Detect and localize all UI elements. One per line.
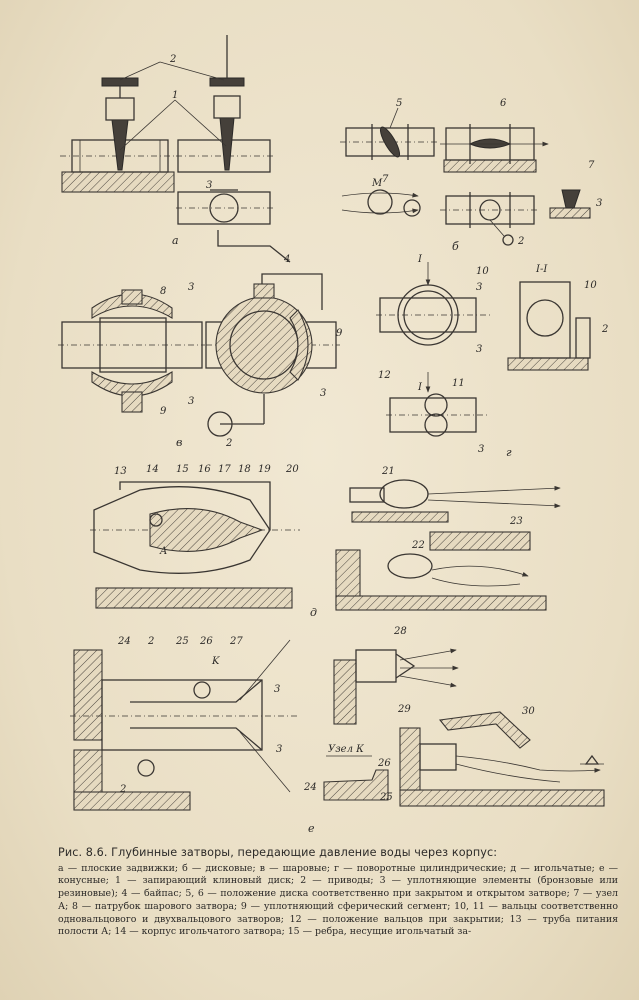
label-3-g3: 3	[478, 444, 484, 455]
label-24-k: 24	[303, 782, 317, 793]
label-2-v: 2	[225, 438, 232, 449]
label-3-b: 3	[596, 198, 602, 209]
label-21: 21	[381, 466, 395, 477]
label-20: 20	[285, 464, 299, 475]
label-19: 19	[258, 464, 271, 475]
panel-a-gate-valves: 2 1 3 а	[60, 35, 291, 263]
label-5: 5	[396, 98, 402, 109]
label-17: 17	[218, 464, 231, 475]
panel-e-cone-valves: 24 2 25 26 27 K 3 3 2 е 28 29 Узел К 26 …	[70, 626, 605, 835]
panel-g-cylindrical-valves: I 10 3 3 12 I-I 10 2 I 11 3 г	[376, 254, 608, 459]
panel-label-v: в	[176, 436, 182, 449]
label-24: 24	[117, 636, 131, 647]
label-30: 30	[522, 706, 535, 717]
label-1: 1	[172, 90, 178, 101]
label-3-v3: 3	[320, 388, 326, 399]
label-25: 25	[175, 636, 189, 647]
label-2-b: 2	[517, 236, 524, 247]
label-3: 3	[206, 180, 212, 191]
panel-b-butterfly-valves: 5 6 M 7 2 б 7 3	[340, 98, 602, 253]
label-28: 28	[393, 626, 407, 637]
label-2: 2	[169, 54, 176, 65]
panel-d-needle-valves: 13 14 15 16 17 18 19 20 A д 21 22 23	[90, 464, 561, 619]
figure-caption: Рис. 8.6. Глубинные затворы, передающие …	[58, 846, 618, 939]
figure-8-6-drawings: 2 1 3 а 5 6 M 7	[58, 35, 608, 835]
caption-title: Рис. 8.6. Глубинные затворы, передающие …	[58, 846, 498, 859]
label-7-detail: 7	[382, 174, 389, 185]
label-3-e1: 3	[274, 684, 280, 695]
label-A: A	[159, 546, 167, 557]
label-9-b: 9	[336, 328, 343, 339]
label-3-g1: 3	[476, 282, 482, 293]
label-27: 27	[229, 636, 243, 647]
label-2-e2: 2	[119, 784, 126, 795]
label-K: K	[211, 656, 220, 667]
label-section-II: I-I	[535, 264, 548, 275]
label-6: 6	[500, 98, 507, 109]
label-14: 14	[146, 464, 159, 475]
caption-legend: а — плоские задвижки; б — дисковые; в — …	[58, 862, 618, 938]
label-8: 8	[160, 286, 166, 297]
panel-label-e: е	[308, 822, 315, 835]
uzel-k-label: Узел К	[328, 744, 364, 755]
label-2-g: 2	[601, 324, 608, 335]
label-22: 22	[411, 540, 425, 551]
label-23: 23	[509, 516, 523, 527]
label-12: 12	[378, 370, 391, 381]
label-2-e1: 2	[147, 636, 154, 647]
label-26: 26	[199, 636, 213, 647]
label-10: 10	[476, 266, 489, 277]
panel-label-g: г	[506, 446, 512, 459]
label-I-top: I	[417, 254, 423, 265]
label-16: 16	[198, 464, 211, 475]
label-18: 18	[238, 464, 251, 475]
label-13: 13	[114, 466, 127, 477]
label-I-bottom: I	[417, 382, 423, 393]
panel-label-a: а	[172, 234, 179, 247]
panel-label-b: б	[452, 240, 459, 253]
label-3-g2: 3	[476, 344, 482, 355]
label-7: 7	[588, 160, 595, 171]
label-11: 11	[452, 378, 465, 389]
panel-label-d: д	[310, 606, 317, 619]
label-29: 29	[397, 704, 411, 715]
label-15: 15	[176, 464, 189, 475]
panel-v-ball-valves: 8 3 9 3 4 9 3 2 в	[58, 254, 343, 449]
label-3-v1: 3	[188, 282, 194, 293]
label-9: 9	[160, 406, 167, 417]
label-3-v2: 3	[188, 396, 194, 407]
label-M: M	[371, 178, 383, 189]
label-4: 4	[283, 254, 290, 265]
label-25-k: 25	[379, 792, 393, 803]
label-3-e2: 3	[276, 744, 282, 755]
label-26-k: 26	[377, 758, 391, 769]
label-10-b: 10	[584, 280, 597, 291]
